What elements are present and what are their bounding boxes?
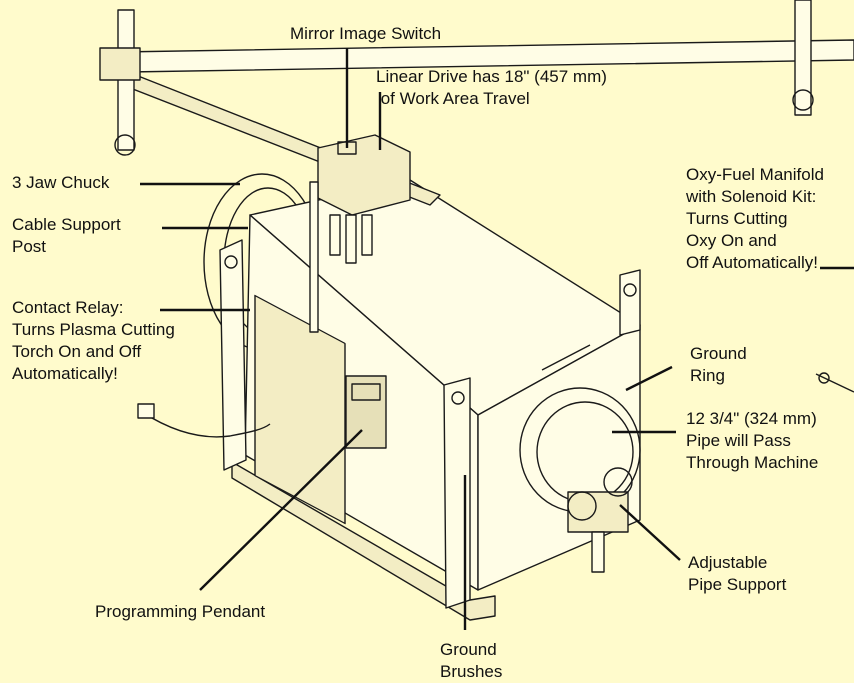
oxy-hose-fitting (818, 372, 830, 384)
label-linear-drive: Linear Drive has 18" (457 mm) of Work Ar… (376, 67, 607, 108)
oxy-hose (815, 373, 854, 393)
leader-pipe-support (619, 504, 681, 561)
front-tab (443, 377, 471, 609)
label-contact-relay: Contact Relay: Turns Plasma Cutting Torc… (12, 298, 175, 383)
left-clamp (99, 47, 141, 81)
left-tab-hole (224, 255, 238, 269)
control-panel (254, 294, 346, 525)
cable-plug (137, 403, 155, 419)
power-cable (141, 411, 271, 438)
right-torch-knob (792, 89, 814, 111)
left-tab (219, 239, 247, 471)
leader-ground-ring (625, 365, 673, 392)
label-cable-support-post: Cable Support Post (12, 215, 121, 256)
label-programming-pendant: Programming Pendant (95, 602, 266, 621)
front-tab-hole (451, 391, 465, 405)
label-jaw-chuck: 3 Jaw Chuck (12, 173, 110, 192)
label-ground-brushes: Ground Brushes (440, 640, 503, 681)
label-oxy-fuel-manifold: Oxy-Fuel Manifold with Solenoid Kit: Tur… (686, 165, 824, 272)
roller-right (603, 467, 633, 497)
cable-support-post (309, 181, 319, 333)
pendant-screen (351, 383, 381, 401)
carriage-cylinder-3 (361, 214, 373, 256)
carriage-cylinder-1 (329, 214, 341, 256)
label-ground-ring: Ground Ring (690, 344, 747, 385)
carriage-cylinder-2 (345, 214, 357, 264)
top-slot (541, 344, 591, 371)
pipe-support-post (591, 531, 605, 573)
label-mirror-image-switch: Mirror Image Switch (290, 24, 442, 43)
label-adjustable-pipe-support: Adjustable Pipe Support (688, 553, 787, 594)
right-tab-hole (623, 283, 637, 297)
label-pipe-pass: 12 3/4" (324 mm) Pipe will Pass Through … (686, 409, 819, 472)
roller-left (567, 491, 597, 521)
right-mast (794, 0, 812, 116)
left-torch-knob (114, 134, 136, 156)
leader-pendant (199, 429, 363, 591)
